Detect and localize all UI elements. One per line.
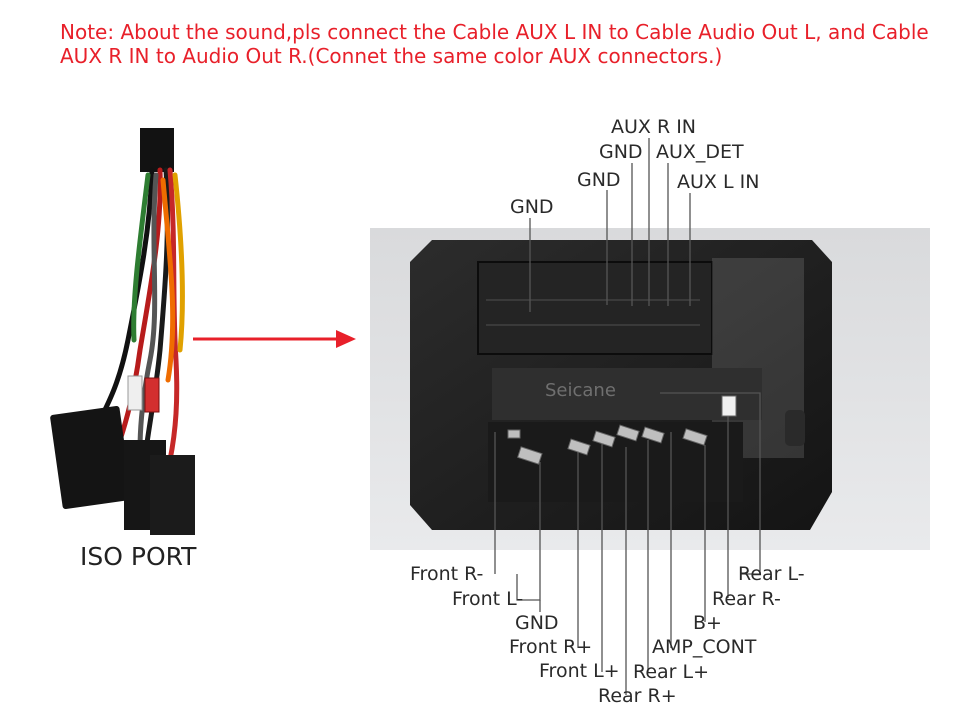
label-rear-r-plus: Rear R+ [598, 685, 677, 707]
harness-plug-right [150, 455, 195, 535]
label-aux-r-in: AUX R IN [611, 116, 697, 138]
iso-port-label: ISO PORT [80, 542, 197, 571]
note-line-2: AUX R IN to Audio Out R.(Connet the same… [60, 44, 723, 68]
label-amp-cont: AMP_CONT [652, 636, 757, 658]
label-front-r-plus: Front R+ [509, 636, 593, 658]
label-aux-l-in: AUX L IN [677, 171, 760, 193]
label-gnd-top-0: GND [510, 196, 554, 218]
label-rear-l-minus: Rear L- [738, 563, 805, 585]
note-text: Note: About the sound,pls connect the Ca… [60, 20, 940, 68]
label-front-l-minus: Front L- [452, 588, 524, 610]
label-rear-l-plus: Rear L+ [633, 661, 710, 683]
label-aux-det: AUX_DET [656, 141, 744, 163]
iso-harness-image [50, 128, 195, 535]
label-gnd-top-2: GND [599, 141, 643, 163]
top-leader-lines [529, 138, 691, 312]
label-gnd-top-1: GND [577, 169, 621, 191]
label-gnd-bottom: GND [515, 612, 559, 634]
connector-housing [410, 240, 832, 530]
label-front-l-plus: Front L+ [539, 660, 620, 682]
harness-plug-left [50, 405, 132, 510]
label-front-r-minus: Front R- [410, 563, 484, 585]
label-b-plus: B+ [693, 612, 722, 634]
watermark-text: Seicane [545, 380, 616, 401]
note-line-1: Note: About the sound,pls connect the Ca… [60, 20, 929, 44]
lower-row-pins [507, 395, 737, 465]
label-rear-r-minus: Rear R- [712, 588, 781, 610]
bottom-leader-lines [494, 392, 761, 695]
harness-top-plug [140, 128, 174, 172]
red-arrow-icon [193, 330, 356, 348]
